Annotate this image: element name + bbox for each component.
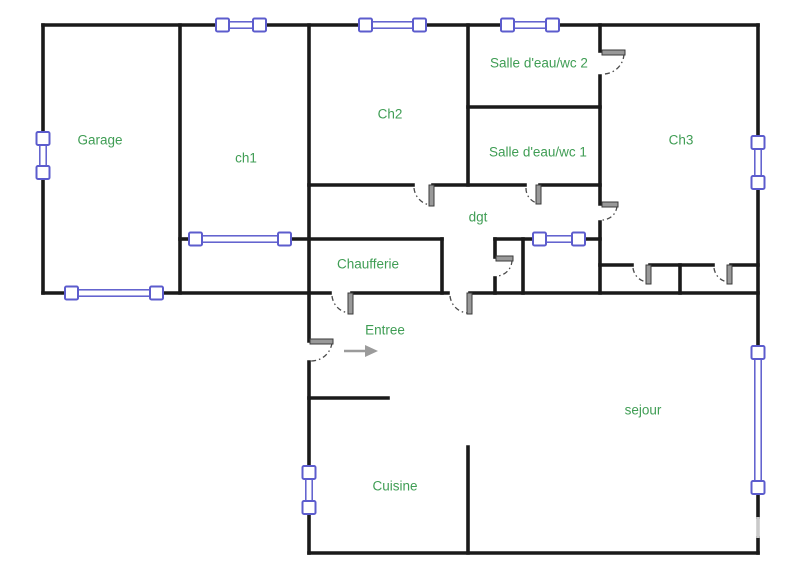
window-cap-icon: [215, 17, 230, 33]
room-label-entree: Entree: [365, 323, 405, 338]
window-cap-icon: [277, 231, 292, 247]
window-cap-icon: [35, 165, 51, 180]
room-label-cuisine: Cuisine: [372, 479, 417, 494]
door-ch2-swing-arc: [413, 187, 431, 206]
window-cap-icon: [301, 465, 317, 480]
window-symbol: [65, 289, 163, 297]
door-wc1-swing-arc: [525, 187, 538, 204]
door-entree-leaf: [309, 338, 334, 345]
window-cap-icon: [750, 480, 766, 495]
door-wc2-swing-arc: [601, 53, 625, 75]
window-symbol: [189, 235, 291, 243]
door-ch3-swing-arc: [601, 205, 618, 221]
room-label-dgt: dgt: [469, 210, 488, 225]
window-cap-icon: [500, 17, 515, 33]
room-label-salle-eau-wc1: Salle d'eau/wc 1: [489, 145, 587, 160]
room-label-chaufferie: Chaufferie: [337, 257, 399, 272]
door-wc1-leaf: [535, 184, 542, 205]
entry-arrow-head-icon: [365, 345, 378, 357]
door-ch3-leaf: [601, 201, 619, 208]
door-wc2-leaf: [601, 49, 626, 56]
window-cap-icon: [301, 500, 317, 515]
room-label-salle-eau-wc2: Salle d'eau/wc 2: [490, 56, 588, 71]
window-symbol: [754, 346, 762, 494]
room-label-ch2: Ch2: [378, 107, 403, 122]
window-cap-icon: [252, 17, 267, 33]
window-cap-icon: [545, 17, 560, 33]
door-placard-1-leaf: [645, 264, 652, 285]
room-label-ch1: ch1: [235, 151, 257, 166]
window-cap-icon: [149, 285, 164, 301]
door-chaufferie-leaf: [347, 292, 354, 315]
door-placard-1-swing-arc: [632, 267, 648, 283]
door-placard-2-swing-arc: [713, 267, 729, 283]
door-chaufferie-swing-arc: [331, 295, 351, 314]
door-sejour-leaf: [466, 292, 473, 315]
window-cap-icon: [412, 17, 427, 33]
door-closet-dgt-swing-arc: [496, 259, 513, 277]
door-ch2-leaf: [428, 184, 435, 207]
door-closet-dgt-leaf: [495, 255, 514, 262]
window-cap-icon: [35, 131, 51, 146]
door-placard-2-leaf: [726, 264, 733, 285]
room-label-garage: Garage: [77, 133, 122, 148]
window-cap-icon: [750, 135, 766, 150]
window-cap-icon: [750, 345, 766, 360]
room-label-ch3: Ch3: [669, 133, 694, 148]
room-label-sejour: sejour: [625, 403, 662, 418]
window-cap-icon: [358, 17, 373, 33]
door-sejour-swing-arc: [449, 295, 469, 314]
window-cap-icon: [571, 231, 586, 247]
window-cap-icon: [64, 285, 79, 301]
door-entree-swing-arc: [310, 342, 333, 362]
window-cap-icon: [188, 231, 203, 247]
window-cap-icon: [750, 175, 766, 190]
window-cap-icon: [532, 231, 547, 247]
